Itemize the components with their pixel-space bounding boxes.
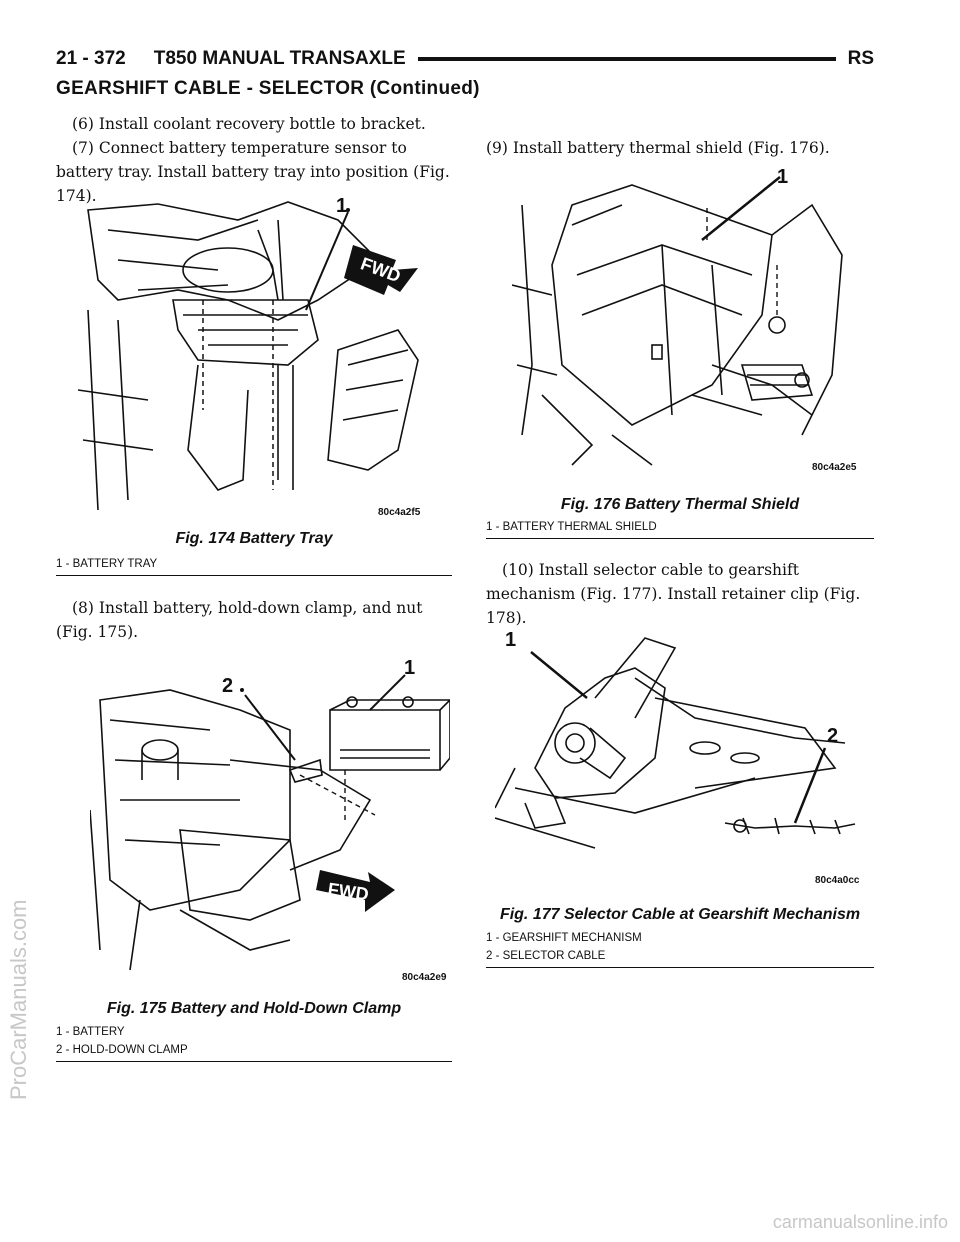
figure-175-battery-hold-down-clamp: 2 1 FWD 80c4a2e9 xyxy=(90,657,450,983)
header-code: RS xyxy=(847,48,874,69)
fig177-rule xyxy=(486,967,874,968)
manual-title: T850 MANUAL TRANSAXLE xyxy=(153,48,406,69)
fig177-legend-item: 1 - GEARSHIFT MECHANISM xyxy=(486,932,642,944)
section-title: GEARSHIFT CABLE - SELECTOR (Continued) xyxy=(56,78,480,99)
header-rule xyxy=(417,57,836,61)
figure-174-battery-tray: 1 FWD 80c4a2f5 xyxy=(78,195,421,518)
fig174-rule xyxy=(56,575,452,576)
fig175-legend: 1 - BATTERY 2 - HOLD-DOWN CLAMP xyxy=(56,1023,188,1059)
fig175-rule xyxy=(56,1061,452,1062)
step-7: (7) Connect battery temperature sensor t… xyxy=(56,139,450,205)
fig177-callout-1: 1 xyxy=(505,629,516,651)
fig175-fwd-label: FWD xyxy=(327,879,370,905)
fig176-caption: Fig. 176 Battery Thermal Shield xyxy=(560,496,800,513)
fig177-image-code: 80c4a0cc xyxy=(815,875,860,886)
fig174-caption: Fig. 174 Battery Tray xyxy=(175,530,333,547)
step-10: (10) Install selector cable to gearshift… xyxy=(486,561,861,627)
fig176-callout-1: 1 xyxy=(777,166,788,188)
watermark-procarmanuals: ProCarManuals.com xyxy=(6,899,31,1100)
fig177-legend-item: 2 - SELECTOR CABLE xyxy=(486,950,606,962)
page-header: 21 - 372 T850 MANUAL TRANSAXLE RS xyxy=(56,44,874,74)
fig175-callout-1: 1 xyxy=(404,657,415,679)
fig174-image-code: 80c4a2f5 xyxy=(378,507,421,518)
fig175-caption: Fig. 175 Battery and Hold-Down Clamp xyxy=(106,1000,402,1017)
figure-177-selector-cable-gearshift-mechanism: 1 2 80c4a0cc xyxy=(495,629,860,886)
fig174-legend-item: 1 - BATTERY TRAY xyxy=(56,558,158,570)
fig176-legend-item: 1 - BATTERY THERMAL SHIELD xyxy=(486,521,657,533)
fig174-callout-1: 1 xyxy=(336,195,347,217)
fig177-legend: 1 - GEARSHIFT MECHANISM 2 - SELECTOR CAB… xyxy=(486,929,642,965)
step-9: (9) Install battery thermal shield (Fig.… xyxy=(486,139,830,157)
fig176-legend: 1 - BATTERY THERMAL SHIELD xyxy=(486,518,657,536)
figure-176-battery-thermal-shield: 1 80c4a2e5 xyxy=(512,166,857,473)
fig177-callout-2: 2 xyxy=(827,725,838,747)
fig175-callout-2: 2 xyxy=(222,675,233,697)
fig174-legend: 1 - BATTERY TRAY xyxy=(56,555,157,573)
step-8: (8) Install battery, hold-down clamp, an… xyxy=(56,599,423,641)
fig175-legend-item: 2 - HOLD-DOWN CLAMP xyxy=(56,1044,188,1056)
step-6: (6) Install coolant recovery bottle to b… xyxy=(72,115,426,133)
footer-url[interactable]: carmanualsonline.info xyxy=(772,1212,948,1232)
fig176-image-code: 80c4a2e5 xyxy=(812,462,857,473)
fig176-rule xyxy=(486,538,874,539)
fig177-caption: Fig. 177 Selector Cable at Gearshift Mec… xyxy=(499,906,861,923)
page-number: 21 - 372 xyxy=(56,48,126,69)
fig175-image-code: 80c4a2e9 xyxy=(402,972,447,983)
fig175-legend-item: 1 - BATTERY xyxy=(56,1026,125,1038)
